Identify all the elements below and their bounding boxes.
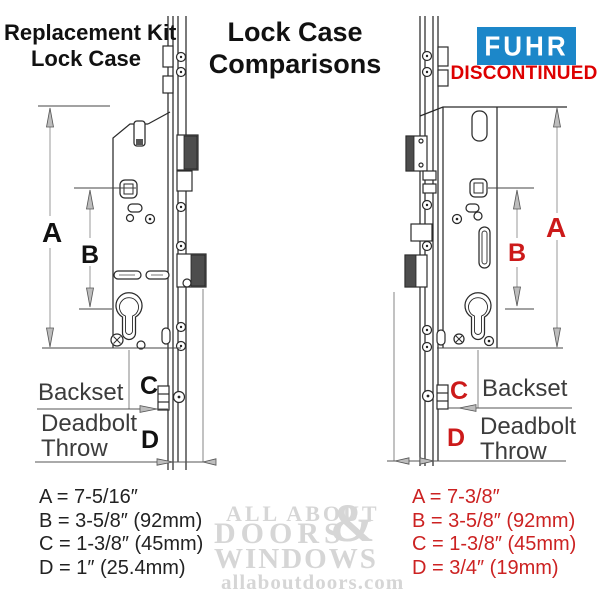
left-dim-label-a: A <box>42 217 63 248</box>
right-measurements: A = 7-3/8″ B = 3-5/8″ (92mm) C = 1-3/8″ … <box>412 486 576 580</box>
fuhr-brand-logo: FUHR <box>477 27 576 65</box>
left-rail-hardware <box>157 45 207 411</box>
right-dim-label-a: A <box>546 212 567 243</box>
measurement-line: B = 3-5/8″ (92mm) <box>39 509 203 532</box>
right-rail-hardware <box>404 46 449 410</box>
left-title-line1: Replacement Kit <box>4 20 177 45</box>
left-measurements: A = 7-5/16″ B = 3-5/8″ (92mm) C = 1-3/8″… <box>39 486 203 580</box>
fuhr-lock-drawing <box>387 16 572 466</box>
left-dim-label-b: B <box>81 241 100 269</box>
discontinued-badge: DISCONTINUED <box>450 63 598 84</box>
left-title: Replacement Kit Lock Case <box>4 20 177 72</box>
left-dim-label-d: D <box>141 426 160 454</box>
measurement-line: A = 7-3/8″ <box>412 486 500 508</box>
measurement-line: A = 7-5/16″ <box>39 486 138 508</box>
left-deadbolt-throw-label: Deadbolt Throw <box>41 411 137 461</box>
replacement-kit-drawing <box>35 16 217 470</box>
right-dim-label-b: B <box>508 239 527 267</box>
right-deadbolt-line2: Throw <box>480 438 547 465</box>
right-deadbolt-line1: Deadbolt <box>480 413 577 440</box>
left-dim-label-c: C <box>140 372 159 400</box>
watermark-windows: WINDOWS <box>214 543 378 575</box>
fuhr-logo-text: FUHR <box>484 29 569 62</box>
measurement-line: C = 1-3/8″ (45mm) <box>412 533 577 555</box>
right-backset-label: Backset <box>482 375 568 402</box>
watermark-all-about: ALL ABOUT <box>226 501 380 526</box>
watermark-doors: DOORS <box>214 517 346 550</box>
measurement-line: B = 3-5/8″ (92mm) <box>412 509 576 532</box>
right-dimensions <box>387 107 572 465</box>
measurement-line: D = 1″ (25.4mm) <box>39 556 186 579</box>
left-deadbolt-line1: Deadbolt <box>41 410 138 437</box>
measurement-line: C = 1-3/8″ (45mm) <box>39 533 204 555</box>
left-dimensions <box>35 105 217 466</box>
page-title-line1: Lock Case <box>227 17 363 47</box>
page-title-line2: Comparisons <box>208 49 382 79</box>
right-lock-case-body <box>419 106 567 349</box>
left-lock-case-body <box>110 111 171 350</box>
left-backset-label: Backset <box>38 379 124 406</box>
right-dim-label-c: C <box>450 377 469 405</box>
page-title: Lock Case Comparisons <box>200 16 390 80</box>
watermark-url: allaboutdoors.com <box>221 570 405 594</box>
watermark-ampersand: & <box>330 493 375 553</box>
right-dim-label-d: D <box>447 424 466 452</box>
left-title-line2: Lock Case <box>30 46 142 71</box>
right-deadbolt-throw-label: Deadbolt Throw <box>480 414 576 464</box>
left-deadbolt-line2: Throw <box>41 435 108 462</box>
measurement-line: D = 3/4″ (19mm) <box>412 556 559 579</box>
